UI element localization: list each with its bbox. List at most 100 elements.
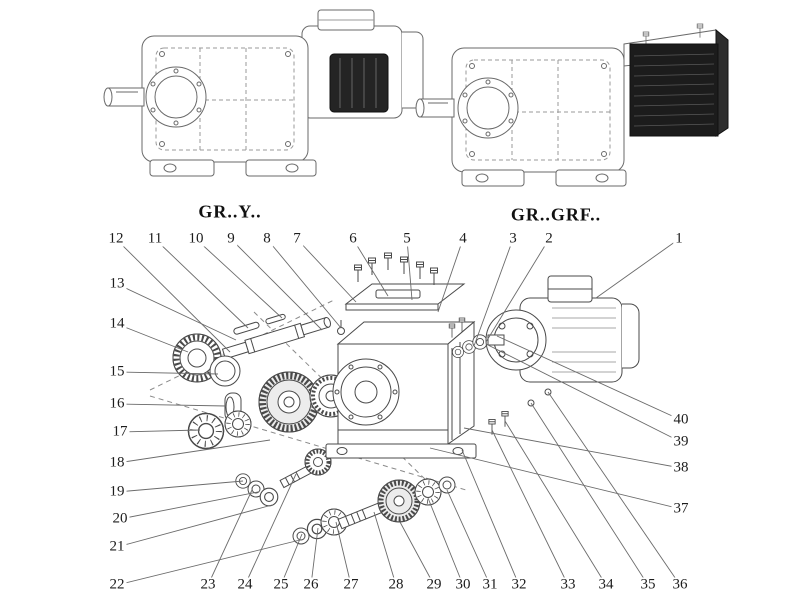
leader-line-12 — [115, 238, 231, 353]
callout-number-31: 31 — [480, 576, 500, 593]
bearing — [225, 411, 251, 437]
cover-bolt — [354, 264, 362, 283]
leader-line-7 — [296, 238, 357, 303]
cover-bolt — [400, 256, 408, 275]
callout-number-9: 9 — [225, 230, 237, 247]
callout-number-40: 40 — [671, 411, 691, 428]
callout-number-20: 20 — [110, 510, 130, 527]
shaft-key — [233, 321, 260, 335]
callout-number-3: 3 — [507, 230, 519, 247]
leader-line-40 — [496, 335, 682, 421]
callout-number-22: 22 — [107, 576, 127, 593]
exploded-view — [149, 252, 640, 545]
callout-number-7: 7 — [291, 230, 303, 247]
callout-number-34: 34 — [596, 576, 616, 593]
leader-lines — [115, 238, 682, 586]
callout-number-8: 8 — [261, 230, 273, 247]
leader-line-36 — [547, 391, 681, 586]
leader-line-3 — [473, 238, 514, 347]
washer — [472, 334, 488, 350]
callout-number-11: 11 — [145, 230, 165, 247]
pinion-gear — [304, 448, 332, 476]
seal-ring — [209, 355, 241, 387]
callout-number-19: 19 — [107, 483, 127, 500]
bearing — [188, 413, 223, 448]
leader-line-38 — [463, 427, 682, 469]
leader-line-20 — [119, 491, 259, 520]
callout-number-26: 26 — [301, 576, 321, 593]
leader-line-33 — [491, 429, 569, 586]
callout-number-30: 30 — [453, 576, 473, 593]
leader-line-22 — [116, 539, 301, 586]
leader-line-1 — [595, 238, 680, 299]
callout-number-18: 18 — [107, 454, 127, 471]
leader-line-19 — [116, 480, 244, 493]
callout-number-25: 25 — [271, 576, 291, 593]
callout-number-37: 37 — [671, 500, 691, 517]
leader-line-6 — [352, 238, 389, 297]
leader-line-30 — [427, 497, 464, 586]
leader-line-8 — [266, 238, 342, 329]
callout-number-35: 35 — [638, 576, 658, 593]
callout-number-1: 1 — [673, 230, 685, 247]
leader-line-9 — [230, 238, 323, 331]
leader-line-35 — [530, 402, 649, 586]
callout-number-17: 17 — [110, 423, 130, 440]
callout-number-28: 28 — [386, 576, 406, 593]
callout-number-10: 10 — [186, 230, 206, 247]
callout-number-24: 24 — [235, 576, 255, 593]
leader-line-24 — [244, 473, 297, 586]
leader-line-39 — [485, 343, 682, 443]
callout-number-6: 6 — [347, 230, 359, 247]
leader-line-27 — [335, 521, 352, 586]
callout-number-5: 5 — [401, 230, 413, 247]
callout-number-2: 2 — [543, 230, 555, 247]
callout-number-29: 29 — [424, 576, 444, 593]
leader-line-13 — [116, 283, 237, 341]
callout-number-4: 4 — [457, 230, 469, 247]
leader-line-16 — [116, 403, 227, 407]
cover-bolt — [384, 252, 392, 271]
callout-number-16: 16 — [107, 395, 127, 412]
leader-line-31 — [446, 489, 491, 586]
leader-line-14 — [116, 323, 189, 353]
callout-number-32: 32 — [509, 576, 529, 593]
bearing — [415, 479, 441, 505]
gearmotor-right-drawing — [415, 23, 729, 187]
top-cover — [344, 283, 466, 311]
callout-number-33: 33 — [558, 576, 578, 593]
leader-line-5 — [406, 238, 413, 301]
leader-line-29 — [399, 521, 435, 586]
flange-pin — [544, 388, 552, 396]
gearbox-housing — [325, 320, 477, 459]
leader-line-21 — [116, 504, 273, 548]
callout-number-12: 12 — [106, 230, 126, 247]
leader-line-37 — [429, 447, 682, 510]
callout-number-27: 27 — [341, 576, 361, 593]
model-label-gr-grf: GR..GRF.. — [510, 204, 602, 225]
callout-number-38: 38 — [671, 459, 691, 476]
cover-bolt — [416, 261, 424, 280]
leader-line-11 — [154, 238, 249, 329]
leader-line-15 — [116, 371, 219, 375]
cover-bolt — [430, 267, 438, 286]
leader-line-23 — [207, 489, 253, 586]
leader-line-25 — [280, 533, 303, 586]
flange-pin — [527, 399, 535, 407]
leader-line-2 — [485, 238, 550, 343]
leader-line-4 — [437, 238, 464, 313]
large-gear — [258, 371, 320, 433]
washer — [259, 487, 279, 507]
leader-line-32 — [461, 449, 520, 586]
leader-line-34 — [504, 420, 607, 586]
motor-drawing — [485, 275, 640, 383]
shaft-key — [265, 313, 286, 325]
callout-number-15: 15 — [107, 363, 127, 380]
callout-number-21: 21 — [107, 538, 127, 555]
leader-line-26 — [310, 527, 319, 586]
leader-line-10 — [195, 238, 283, 319]
leader-line-18 — [116, 439, 271, 464]
leader-line-17 — [119, 429, 201, 433]
